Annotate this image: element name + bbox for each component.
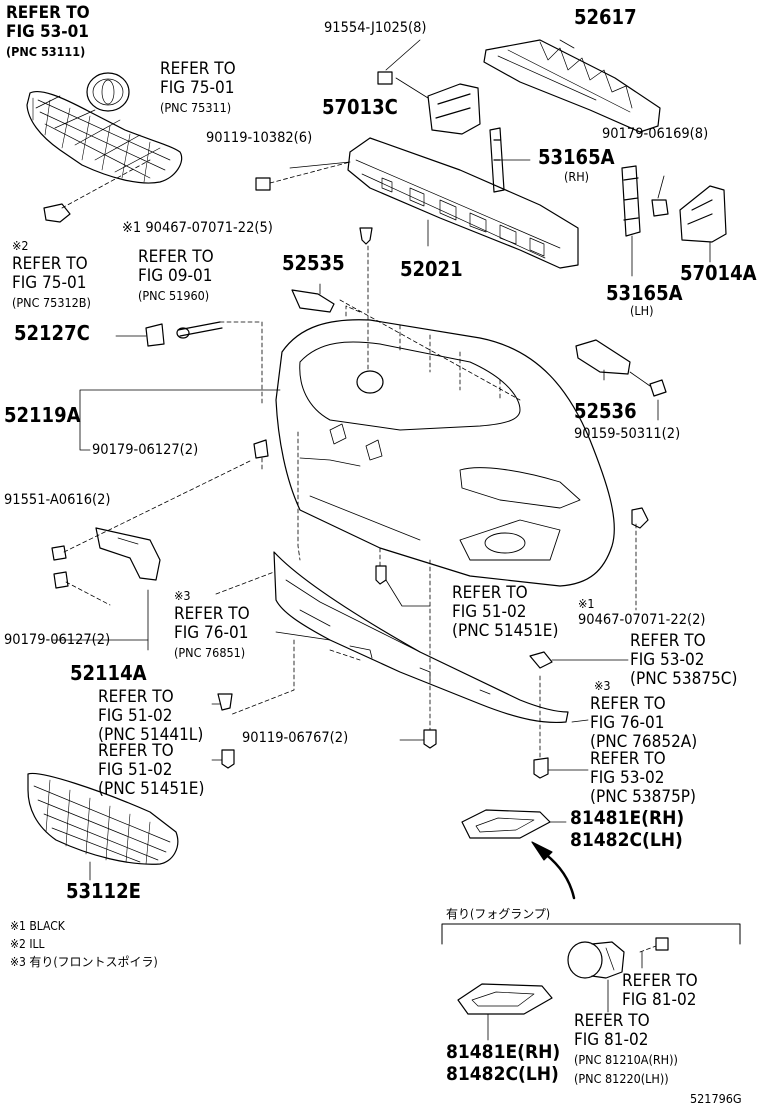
fog-group-bracket [441,923,741,945]
part-90159-50311: 90159-50311(2) [574,426,681,442]
bumper-cover-52119a [275,319,615,587]
fog-header: 有り(フォグランプ) [446,907,551,921]
part-81481e-rh-a: 81481E(RH) [570,807,685,829]
bracket-57013c [427,83,481,135]
part-90179-06127-bot: 90179-06127(2) [4,632,111,648]
fog-bezel-bottom [457,983,553,1015]
clip-90467-5 [359,227,373,245]
screw-91551 [51,545,67,561]
screw-53875p [533,757,549,779]
part-90179-06127-top: 90179-06127(2) [92,442,199,458]
screw-51451e-left [221,749,235,769]
screw-90159 [649,379,667,397]
cover-51960 [177,321,223,337]
note-3: ※3 有り(フロントスポイラ) [10,955,158,969]
reinforcement-52021 [347,137,579,269]
clip-90467-2 [631,507,649,529]
part-53165a-rh: 53165A [538,145,615,169]
clip-51441l [217,693,233,711]
clip-53875c [529,651,553,669]
lh-tag: (LH) [630,303,654,318]
part-52617: 52617 [574,5,637,29]
bracket-53165a-lh [621,165,641,237]
front-spoiler [273,551,569,724]
part-90467-07071-22-5: ※1 90467-07071-22(5) [122,220,273,236]
part-52021: 52021 [400,257,463,281]
part-52119a: 52119A [4,403,81,427]
emblem [86,72,130,112]
figure-number: 521796G [690,1091,742,1106]
part-81481e-rh-b: 81481E(RH) [446,1041,561,1063]
lower-grille-53112e [27,772,179,865]
part-57014a: 57014A [680,261,757,285]
bolt-90119-06767 [423,729,437,749]
note-1: ※1 BLACK [10,919,65,933]
bolt-90119-10382 [255,177,271,191]
part-52114a: 52114A [70,661,147,685]
upper-grille [26,90,183,184]
retainer-52535 [291,289,335,313]
part-81482c-lh-b: 81482C(LH) [446,1063,559,1085]
part-91551-a0616: 91551-A0616(2) [4,492,111,508]
part-90119-06767: 90119-06767(2) [242,730,349,746]
part-52536: 52536 [574,399,637,423]
fog-bezel-top [461,809,551,839]
part-52535: 52535 [282,251,345,275]
part-81482c-lh-a: 81482C(LH) [570,829,683,851]
part-53112e: 53112E [66,879,141,903]
part-57013c: 57013C [322,95,398,119]
bracket-53165a-rh [489,127,505,193]
absorber-52617 [483,39,661,133]
screw-51451e-mid [375,565,387,585]
part-52127c: 52127C [14,321,90,345]
retainer-52114a [95,527,161,581]
rh-tag: (RH) [564,169,590,184]
bracket-57014a [679,185,727,243]
clip-75312b [43,203,71,223]
bracket-52127c [145,323,165,347]
fog-lamp [567,941,625,979]
nut-90179-06169 [651,199,669,217]
nut-90179-06127-top [253,439,269,459]
part-91554-j1025: 91554-J1025(8) [324,20,427,36]
screw-91554 [377,71,393,85]
nut-90179-06127-bot [53,571,69,589]
part-90179-06169: 90179-06169(8) [602,126,709,142]
retainer-52536 [575,339,631,375]
fog-screw [655,937,669,951]
part-53165a-lh: 53165A [606,281,683,305]
note-2: ※2 ILL [10,937,45,951]
part-90119-10382: 90119-10382(6) [206,130,313,146]
